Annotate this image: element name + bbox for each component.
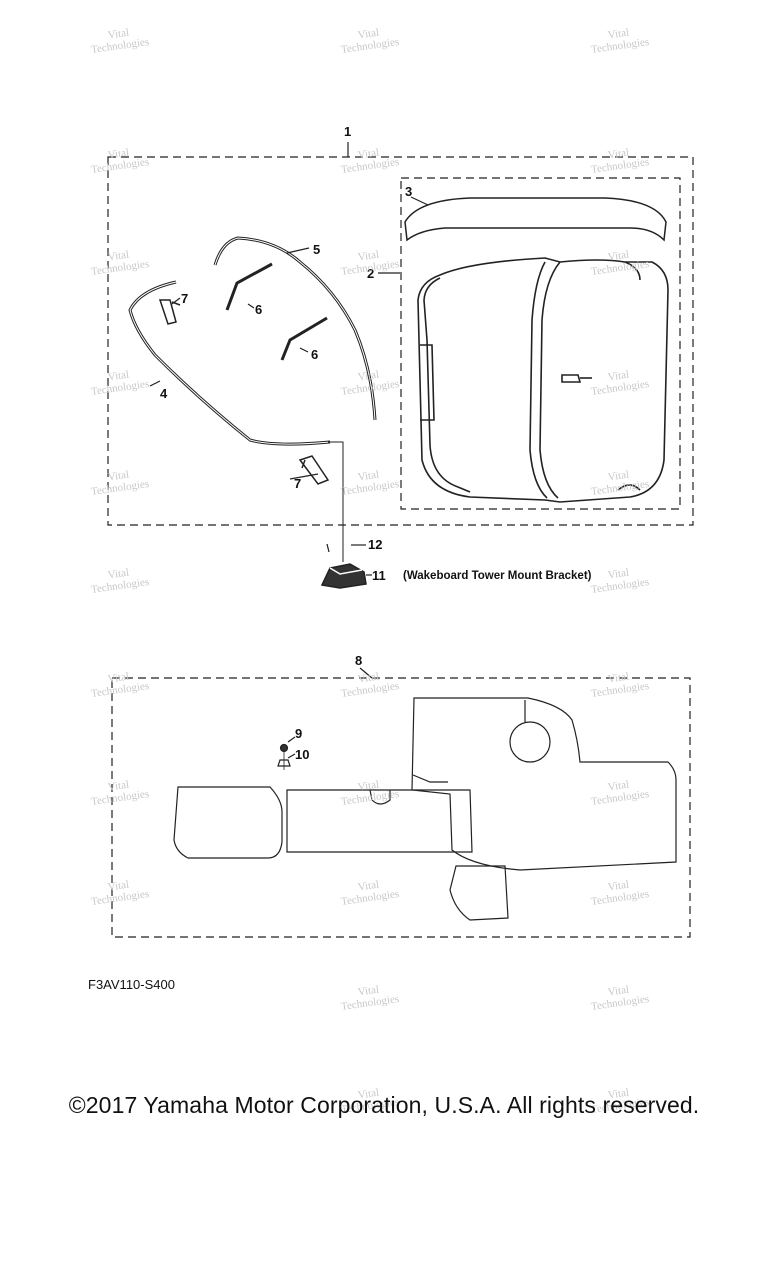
support-strut-upper bbox=[225, 262, 273, 311]
deck-mat-pieces bbox=[173, 697, 677, 921]
callout-10: 10 bbox=[295, 747, 309, 762]
windshield-strip bbox=[404, 197, 667, 242]
cover-outline-box bbox=[400, 177, 681, 510]
mat-kit-outline-box bbox=[111, 677, 691, 938]
callout-3: 3 bbox=[405, 184, 412, 199]
callout-5: 5 bbox=[313, 242, 320, 257]
support-strut-lower bbox=[280, 316, 328, 361]
frame-tube-main bbox=[128, 280, 331, 446]
mount-bracket-upper bbox=[158, 299, 181, 325]
callout-4: 4 bbox=[160, 386, 168, 401]
bracket-note: (Wakeboard Tower Mount Bracket) bbox=[403, 570, 592, 582]
washer bbox=[277, 759, 291, 767]
frame-tube-secondary bbox=[213, 236, 377, 421]
callout-12: 12 bbox=[368, 537, 382, 552]
callout-6-lower: 6 bbox=[311, 347, 318, 362]
bimini-cover bbox=[417, 257, 669, 503]
kit-outline-box bbox=[107, 156, 694, 526]
callout-1: 1 bbox=[344, 124, 351, 139]
screw bbox=[279, 743, 289, 753]
wakeboard-tower-mount-bracket bbox=[320, 563, 367, 589]
callout-9: 9 bbox=[295, 726, 302, 741]
callout-2: 2 bbox=[367, 266, 374, 281]
callout-7-upper: 7 bbox=[181, 291, 188, 306]
callout-8: 8 bbox=[355, 653, 362, 668]
copyright-notice: ©2017 Yamaha Motor Corporation, U.S.A. A… bbox=[68, 1092, 700, 1118]
callout-6-upper: 6 bbox=[255, 302, 262, 317]
callout-7-lower: 7 bbox=[294, 476, 301, 491]
mount-bracket-lower bbox=[298, 455, 330, 485]
callout-11: 11 bbox=[372, 568, 386, 583]
diagram-code: F3AV110-S400 bbox=[88, 977, 175, 992]
